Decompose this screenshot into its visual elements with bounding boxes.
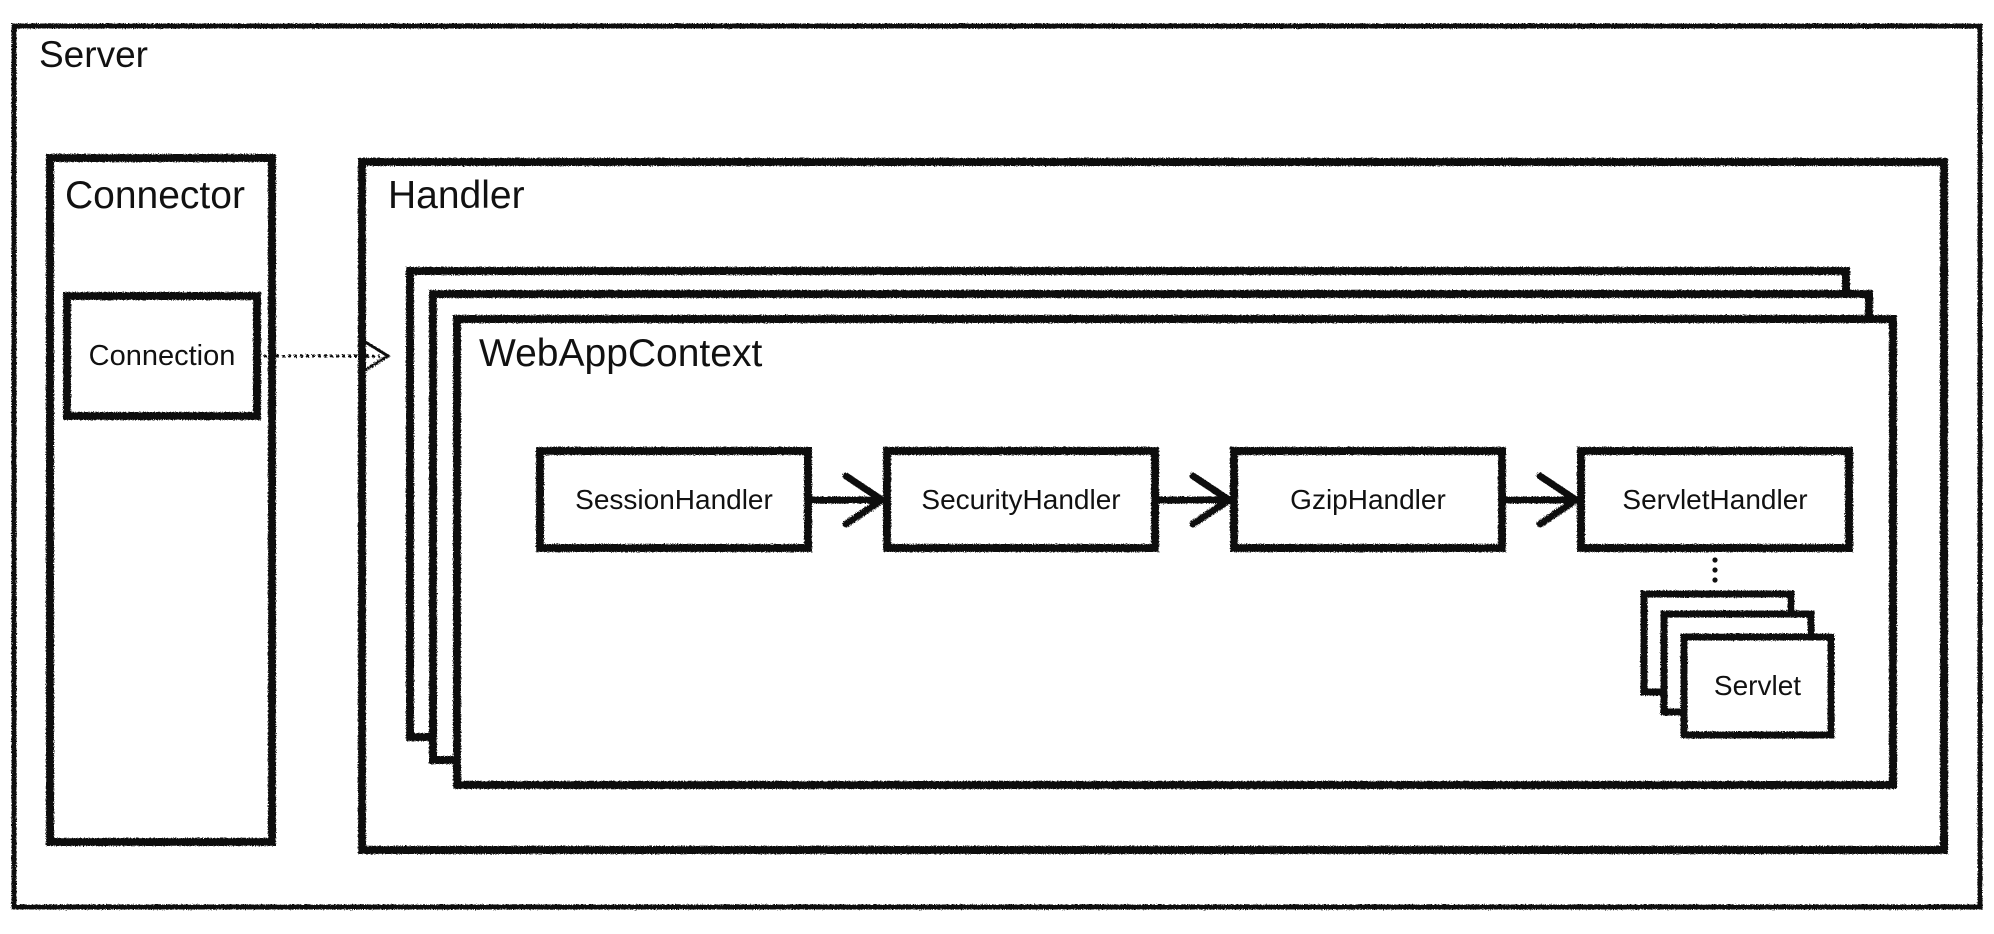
servlet-label: Servlet (1713, 670, 1802, 701)
arrow-connection-to-handler-head (361, 338, 391, 374)
session-handler-box (536, 447, 812, 552)
ellipsis-dot (1712, 557, 1718, 563)
arrow-session-to-security-head (842, 472, 889, 528)
gzip-handler-label: GzipHandler (1290, 483, 1446, 515)
connector-label: Connector (65, 174, 245, 217)
webapp-context-label: WebAppContext (479, 332, 763, 375)
servlet-handler-ellipsis (1712, 557, 1718, 583)
servlet-handler-label: ServletHandler (1622, 483, 1808, 515)
session-handler-label: SessionHandler (575, 483, 773, 515)
handler-label: Handler (388, 174, 525, 217)
security-handler-label: SecurityHandler (921, 483, 1121, 515)
arrow-security-to-gzip-head (1189, 472, 1236, 528)
handler-box (358, 158, 1948, 854)
server-box (11, 23, 1983, 910)
servlet-box (1680, 633, 1835, 739)
connection-box (63, 292, 261, 420)
connection-label: Connection (88, 339, 236, 372)
servlet-handler-box (1577, 447, 1853, 552)
server-label: Server (39, 34, 148, 75)
ellipsis-dot (1712, 577, 1718, 583)
ellipsis-dot (1712, 567, 1718, 573)
arrow-gzip-to-servlet-handler-head (1536, 472, 1583, 528)
connector-box (46, 154, 276, 846)
security-handler-box (883, 447, 1159, 552)
